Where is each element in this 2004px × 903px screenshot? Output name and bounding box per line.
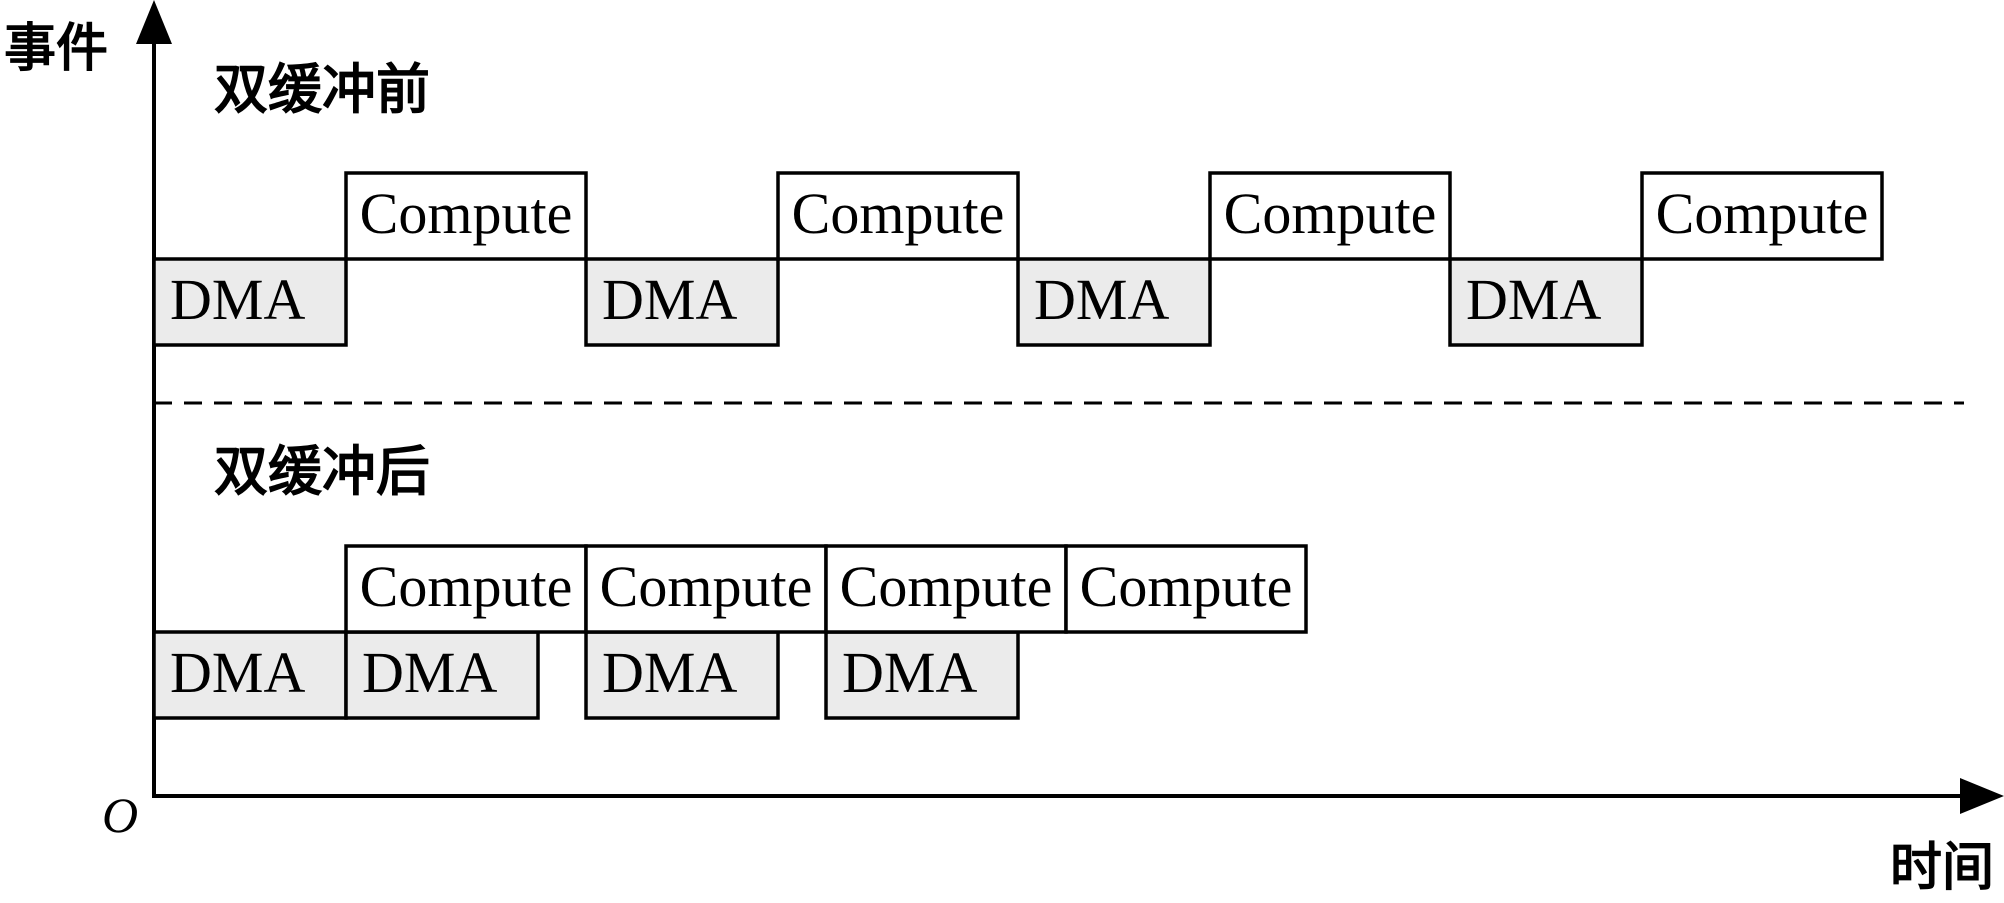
after-compute-block-4 (344, 544, 588, 634)
after-compute-label-6: Compute (840, 554, 1053, 619)
after-dma-block-0 (152, 630, 348, 720)
after-dma-label-1: DMA (362, 640, 497, 705)
y-axis-arrowhead (136, 0, 172, 44)
before-compute-block-7 (1640, 171, 1884, 261)
before-compute-label-3: Compute (792, 181, 1005, 246)
before-compute-label-7: Compute (1656, 181, 1869, 246)
before-dma-label-0: DMA (170, 267, 305, 332)
before-dma-block-6 (1448, 257, 1644, 347)
before-compute-label-1: Compute (360, 181, 573, 246)
section-title-before: 双缓冲前 (214, 58, 430, 121)
before-compute-block-1 (344, 171, 588, 261)
after-dma-label-0: DMA (170, 640, 305, 705)
before-compute-block-5 (1208, 171, 1452, 261)
after-compute-block-6 (824, 544, 1068, 634)
before-dma-block-4 (1016, 257, 1212, 347)
before-compute-block-3 (776, 171, 1020, 261)
x-axis-label: 时间 (1890, 838, 1994, 898)
before-dma-block-2 (584, 257, 780, 347)
x-axis-arrowhead (1960, 778, 2004, 814)
section-title-after: 双缓冲后 (214, 440, 430, 503)
after-compute-block-5 (584, 544, 828, 634)
blocks-after-double-buffer: DMA DMA DMA DMA Compute Compute Compute Compute (152, 544, 1308, 720)
after-dma-label-2: DMA (602, 640, 737, 705)
before-dma-block-0 (152, 257, 348, 347)
after-compute-label-4: Compute (360, 554, 573, 619)
blocks-before-double-buffer: DMA DMA DMA DMA Compute Compute Compute Compute (152, 171, 1884, 347)
after-compute-label-7: Compute (1080, 554, 1293, 619)
before-dma-label-4: DMA (1034, 267, 1169, 332)
after-dma-block-3 (824, 630, 1020, 720)
y-axis-label: 事件 (4, 19, 108, 79)
before-compute-label-5: Compute (1224, 181, 1437, 246)
after-compute-block-7 (1064, 544, 1308, 634)
before-dma-label-6: DMA (1466, 267, 1601, 332)
after-dma-label-3: DMA (842, 640, 977, 705)
after-compute-label-5: Compute (600, 554, 813, 619)
after-dma-block-2 (584, 630, 780, 720)
origin-label: O (102, 787, 138, 843)
before-dma-label-2: DMA (602, 267, 737, 332)
